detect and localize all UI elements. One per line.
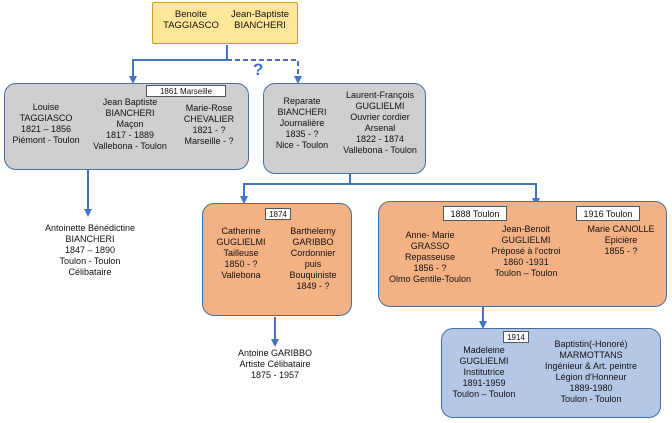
marie-rose-chevalier: Marie-Rose CHEVALIER 1821 - ? Marseille …	[183, 103, 235, 146]
marmottans-family-box: Madeleine GUGLIELMI Institutrice 1891-19…	[441, 328, 661, 418]
catherine-guglielmi: Catherine GUGLIELMI Tailleuse 1850 - ? V…	[216, 226, 266, 280]
root-to-marseille-arrow	[129, 45, 228, 84]
reparate-biancheri: Reparate BIANCHERI Journalière 1835 - ? …	[275, 96, 329, 150]
baptistin-marmottans: Baptistin(-Honoré) MARMOTTANS Ingénieur …	[544, 339, 638, 404]
jean-benoit-1916-tag: 1916 Toulon	[576, 206, 640, 221]
guglielmi-family-box: Reparate BIANCHERI Journalière 1835 - ? …	[263, 83, 426, 174]
guglielmi-to-jeanbenoit-line	[350, 183, 540, 206]
laurent-francois-guglielmi: Laurent-François GUGLIELMI Ouvrier cordi…	[343, 90, 417, 155]
marseille-family-box: Louise TAGGIASCO 1821 – 1856 Piémont - T…	[4, 83, 249, 170]
garibbo-family-box: Catherine GUGLIELMI Tailleuse 1850 - ? V…	[202, 203, 352, 316]
louise-taggiasco: Louise TAGGIASCO 1821 – 1856 Piémont - T…	[12, 102, 80, 145]
root-couple-box: Benoite TAGGIASCO Jean-Baptiste BIANCHER…	[152, 2, 298, 44]
jean-benoit-guglielmi: Jean-Benoit GUGLIELMI Préposé à l'octroi…	[491, 224, 561, 278]
root-right-person: Jean-Baptiste BIANCHERI	[230, 9, 290, 31]
marmottans-1914-tag: 1914	[503, 331, 529, 343]
question-mark: ?	[253, 60, 264, 79]
jean-baptiste-biancheri: Jean Baptiste BIANCHERI Maçon 1817 - 188…	[93, 97, 167, 151]
jean-benoit-1888-tag: 1888 Toulon	[443, 206, 507, 221]
madeleine-guglielmi: Madeleine GUGLIELMI Institutrice 1891-19…	[452, 345, 516, 399]
marie-canolle: Marie CANOLLE Epicière 1855 - ?	[587, 224, 655, 256]
antoine-garibbo: Antoine GARIBBO Artiste Célibataire 1875…	[237, 348, 313, 380]
barthelemy-garibbo: Barthelemy GARIBBO Cordonnier puis Bouqu…	[289, 226, 337, 291]
antoinette-biancheri: Antoinette Bénédictine BIANCHERI 1847 – …	[44, 223, 136, 277]
marseille-1861-tag: 1861 Marseille	[146, 85, 226, 97]
root-left-person: Benoite TAGGIASCO	[163, 9, 219, 31]
anne-marie-grasso: Anne- Marie GRASSO Repasseuse 1856 - ? O…	[388, 230, 472, 284]
guglielmi-children-connector	[243, 174, 351, 200]
garibbo-1874-tag: 1874	[265, 208, 291, 220]
